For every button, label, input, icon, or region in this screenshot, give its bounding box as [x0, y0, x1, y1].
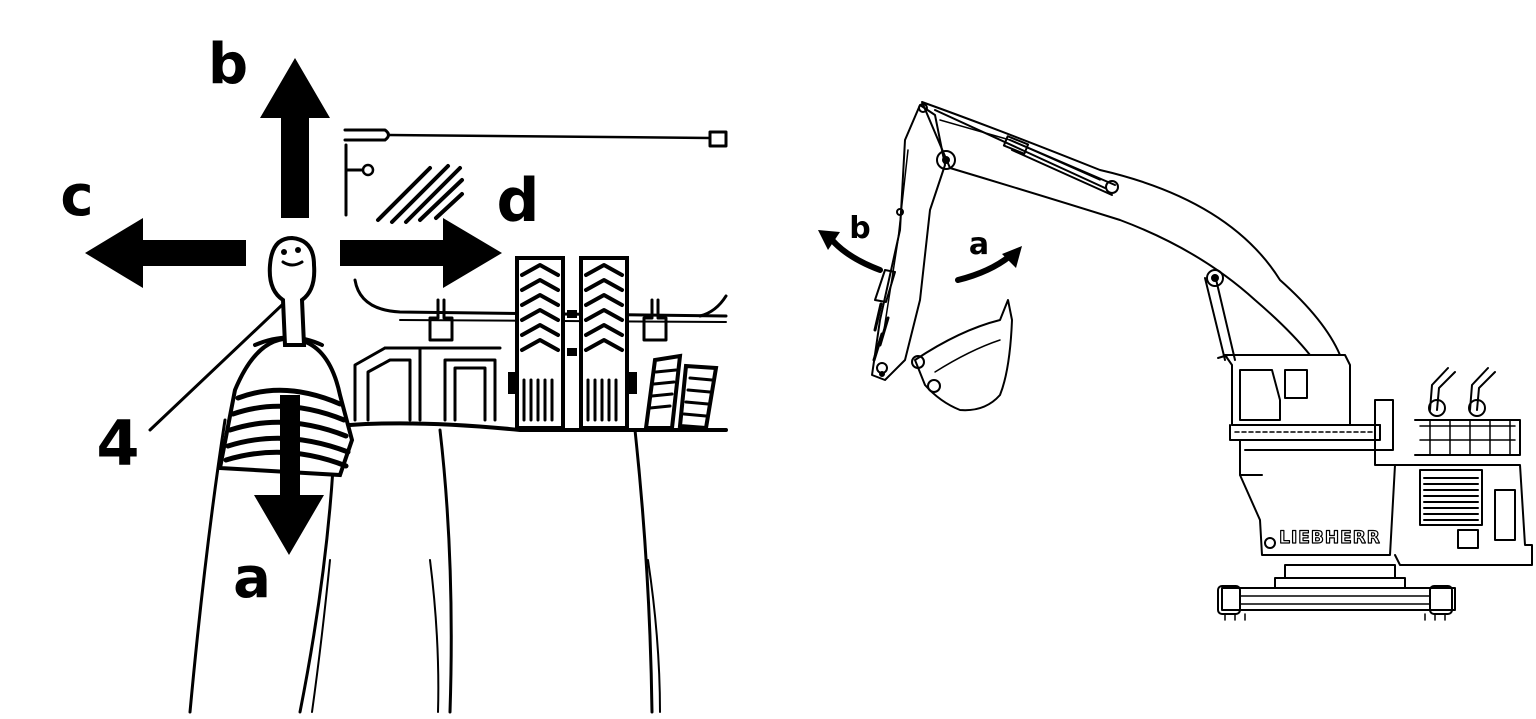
curved-arrow-a-icon [955, 253, 1013, 283]
callout-number-4: 4 [96, 407, 139, 480]
label-a-stick-in: a [969, 227, 989, 262]
label-d-right: d [497, 166, 540, 236]
brand-logo: LIEBHERR [1279, 528, 1381, 548]
label-a-down: a [233, 546, 271, 611]
bucket [914, 299, 1013, 412]
arrow-down-icon [254, 395, 324, 555]
pedal-hangers [428, 298, 668, 342]
upper-carriage [1239, 439, 1533, 566]
left-pedal [508, 256, 565, 430]
joystick-panel: b c d a 4 [60, 32, 728, 714]
small-pedals [643, 353, 719, 431]
callout-leader-line [148, 303, 284, 432]
label-b-stick-out: b [849, 211, 870, 246]
console [348, 346, 728, 432]
curved-arrow-b-icon [829, 237, 883, 273]
cab [1224, 354, 1351, 426]
label-b-up: b [208, 32, 248, 97]
right-pedal [567, 256, 637, 430]
undercarriage [1217, 585, 1456, 621]
label-c-left: c [60, 164, 93, 229]
arrow-right-icon [340, 218, 502, 288]
radiator-grill [1419, 469, 1516, 549]
excavator-panel: LIEBHERR [871, 101, 1533, 621]
arrow-left-icon [85, 218, 246, 288]
joystick-handle [267, 235, 317, 347]
arrow-up-icon [260, 58, 330, 218]
window-hatch [376, 164, 464, 224]
stick-motion-arrows [818, 230, 1022, 283]
